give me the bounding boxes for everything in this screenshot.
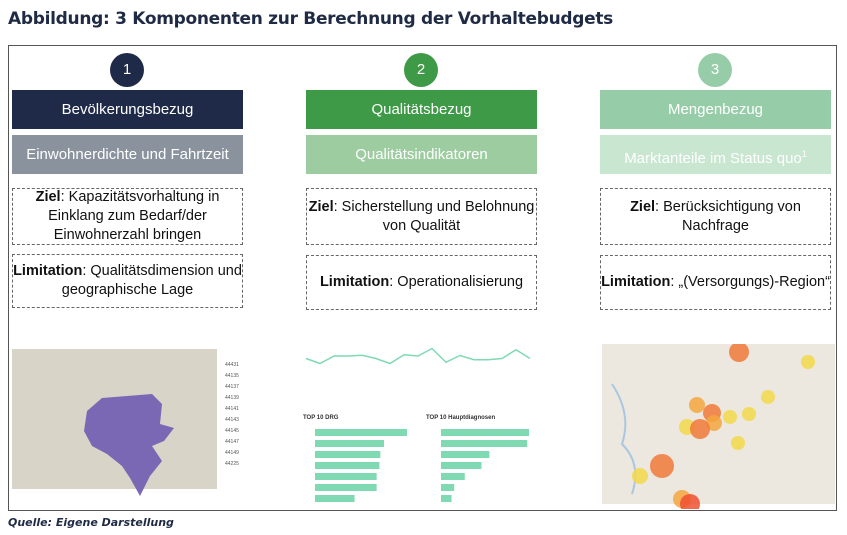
limitation-text: : „(Versorgungs)-Region“ [670,274,830,290]
bar [315,440,384,447]
heading: Mengenbezug [600,90,831,129]
postcode: 44137 [225,384,239,390]
market-share-map-image [602,344,835,509]
limitation-box: Limitation: Qualitätsdimension und geogr… [12,254,243,308]
quality-dashboard-image: TOP 10 DRG TOP 10 Hauptdiagnosen [303,347,531,502]
figure-frame: 1 Bevölkerungsbezug Einwohnerdichte und … [8,45,837,511]
column-population: 1 Bevölkerungsbezug Einwohnerdichte und … [12,46,243,512]
limitation-box: Limitation: Operationalisierung [306,255,537,310]
goal-box: Ziel: Kapazitätsvorhaltung in Einklang z… [12,188,243,245]
bar [441,473,465,480]
drg-chart-title: TOP 10 DRG [303,415,339,421]
diagnosis-bars [441,429,529,502]
figure-title: Abbildung: 3 Komponenten zur Berechnung … [8,9,613,29]
column-quality: 2 Qualitätsbezug Qualitätsindikatoren Zi… [306,46,537,512]
region-map-image: 44431 44135 44137 44139 44141 44143 44145 44147… [12,349,239,496]
limitation-text: : Operationalisierung [389,274,524,290]
postcode: 44135 [225,373,239,379]
postcode: 44431 [225,362,239,368]
postcode: 44139 [225,395,239,401]
postcode: 44225 [225,461,239,467]
subheading: Qualitätsindikatoren [306,135,537,174]
goal-label: Ziel [35,189,61,205]
bar [441,495,452,502]
column-volume: 3 Mengenbezug Marktanteile im Status quo… [600,46,831,512]
bar [315,451,381,458]
bar [315,473,377,480]
limitation-box: Limitation: „(Versorgungs)-Region“ [600,255,831,310]
bar [315,495,355,502]
postcode: 44145 [225,428,239,434]
bar [315,484,377,491]
bar [441,440,528,447]
drg-bars [315,429,407,502]
subheading: Marktanteile im Status quo1 [600,135,831,174]
goal-text: : Berücksichtigung von Nachfrage [655,198,801,234]
goal-label: Ziel [630,198,656,215]
postcode: 44149 [225,450,239,456]
bar [441,484,455,491]
step-number: 1 [110,53,144,87]
highlighted-region [84,394,174,496]
bar [441,451,490,458]
heading: Bevölkerungsbezug [12,90,243,129]
heading: Qualitätsbezug [306,90,537,129]
goal-box: Ziel: Berücksichtigung von Nachfrage [600,188,831,245]
postcode: 44143 [225,417,239,423]
limitation-label: Limitation [319,274,390,290]
step-number: 2 [404,53,438,87]
goal-text: : Kapazitätsvorhaltung in Einklang zum B… [48,189,220,243]
goal-label: Ziel [308,198,334,215]
bar [315,462,380,469]
bar [315,429,407,436]
trend-line [305,347,531,365]
step-number: 3 [698,53,732,87]
goal-box: Ziel: Sicherstellung und Belohnung von Q… [306,188,537,245]
limitation-label: Limitation [13,263,83,279]
bar [441,429,529,436]
limitation-label: Limitation [601,274,671,290]
subheading: Einwohnerdichte und Fahrtzeit [12,135,243,174]
diagnosis-chart-title: TOP 10 Hauptdiagnosen [426,415,495,421]
market-bubbles [632,344,815,509]
postcode: 44141 [225,406,239,412]
goal-text: : Sicherstellung und Belohnung von Quali… [333,198,535,234]
source-note: Quelle: Eigene Darstellung [8,516,174,529]
bar [441,462,482,469]
postcode-list: 44431 44135 44137 44139 44141 44143 44145 44147… [225,362,239,467]
limitation-text: : Qualitätsdimension und geographische L… [61,263,242,298]
postcode: 44147 [225,439,239,445]
